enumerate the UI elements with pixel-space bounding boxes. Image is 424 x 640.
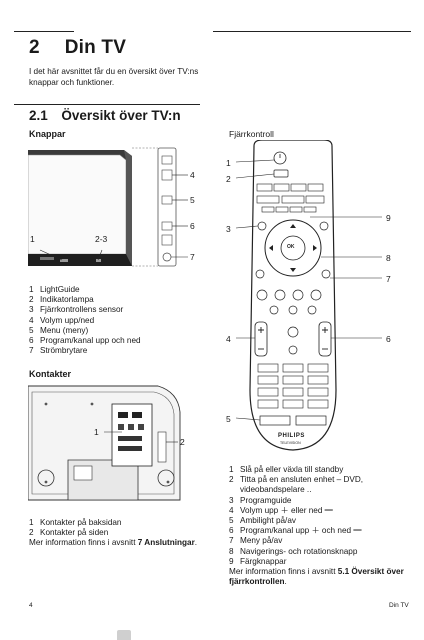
remote-callout-3: 3 bbox=[226, 224, 231, 234]
remote-callout-7: 7 bbox=[386, 274, 391, 284]
footer-title: Din TV bbox=[389, 602, 409, 609]
knappar-callout-4: 4 bbox=[190, 170, 195, 180]
knappar-callout-2-3: 2-3 bbox=[95, 234, 108, 244]
knappar-callout-6: 6 bbox=[190, 221, 195, 231]
page-scroll-tab[interactable] bbox=[117, 630, 131, 640]
knappar-callout-1: 1 bbox=[30, 234, 35, 244]
tv-connectors-figure: 1 2 bbox=[27, 382, 206, 508]
tv-back-illustration bbox=[27, 385, 181, 501]
remote-callout-5: 5 bbox=[226, 414, 231, 424]
remote-callout-6: 6 bbox=[386, 334, 391, 344]
remote-brand: PHILIPS bbox=[278, 433, 305, 439]
kontakter-more-link[interactable]: 7 Anslutningar bbox=[137, 538, 195, 548]
kontakter-more-info: Mer information finns i avsnitt 7 Anslut… bbox=[29, 538, 198, 548]
remote-callout-9: 9 bbox=[386, 213, 391, 223]
top-rule-right bbox=[213, 31, 411, 32]
remote-illustration bbox=[235, 139, 382, 451]
section-heading: 2.1 Översikt över TV:n bbox=[29, 108, 181, 123]
remote-more-link[interactable]: 5.1 Översikt över fjärrkontrollen bbox=[229, 567, 404, 587]
section-number: 2.1 bbox=[29, 108, 48, 123]
remote-callout-2: 2 bbox=[226, 174, 231, 184]
remote-figure: 1 2 3 9 8 7 4 6 5 OK PHILIPS TELEVISION bbox=[222, 139, 412, 456]
knappar-callout-7: 7 bbox=[190, 252, 195, 262]
chapter-number: 2 bbox=[29, 37, 40, 58]
remote-callout-4: 4 bbox=[226, 334, 231, 344]
tv-side-illustration bbox=[27, 147, 188, 267]
remote-callout-1: 1 bbox=[226, 158, 231, 168]
remote-heading: Fjärrkontroll bbox=[229, 129, 274, 139]
remote-callout-8: 8 bbox=[386, 253, 391, 263]
kontakter-callout-2: 2 bbox=[180, 437, 185, 447]
kontakter-heading: Kontakter bbox=[29, 369, 72, 379]
chapter-title: Din TV bbox=[64, 37, 127, 58]
remote-more-info: Mer information finns i avsnitt 5.1 Över… bbox=[229, 567, 404, 587]
section-rule bbox=[14, 104, 200, 105]
top-rule bbox=[14, 31, 74, 32]
chapter-heading: 2 Din TV bbox=[29, 37, 126, 59]
remote-ok-label: OK bbox=[287, 244, 295, 250]
footer-page-number: 4 bbox=[29, 602, 33, 609]
knappar-heading: Knappar bbox=[29, 129, 66, 139]
section-title: Översikt över TV:n bbox=[61, 108, 181, 123]
knappar-callout-5: 5 bbox=[190, 195, 195, 205]
tv-buttons-figure: 4 5 6 7 1 2-3 bbox=[27, 142, 206, 272]
kontakter-callout-1: 1 bbox=[94, 427, 99, 437]
intro-text: I det här avsnittet får du en översikt ö… bbox=[29, 67, 199, 87]
remote-brand-sub: TELEVISION bbox=[280, 441, 301, 445]
